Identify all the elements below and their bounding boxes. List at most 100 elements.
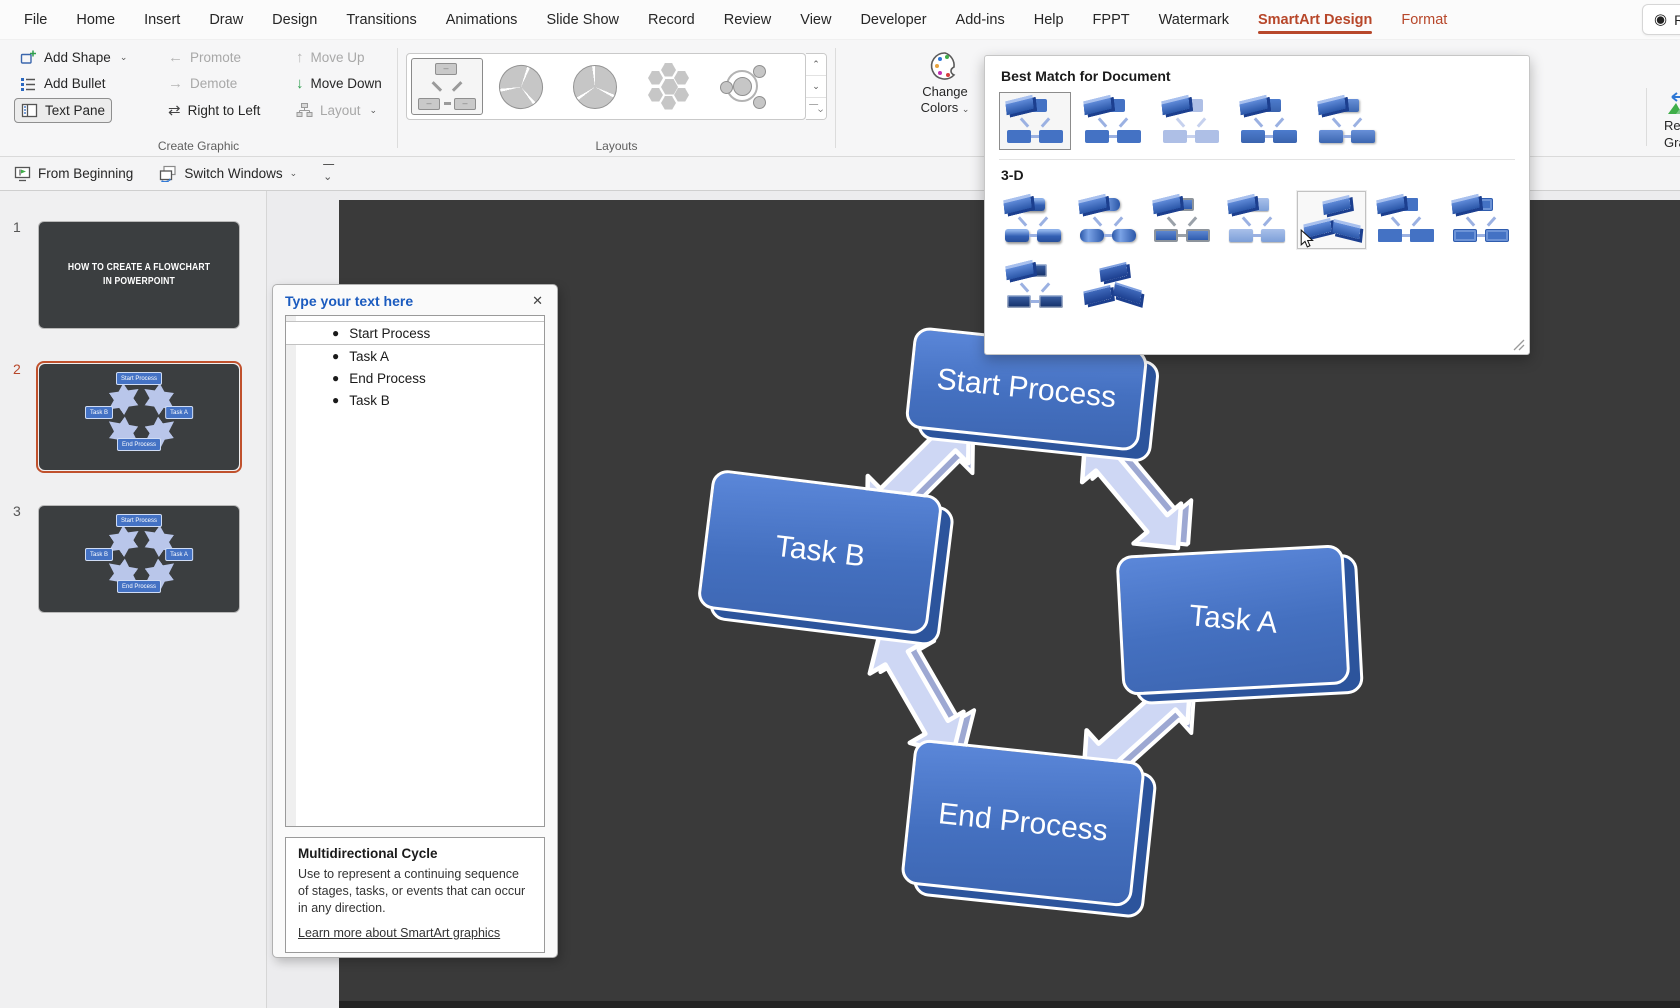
style-thumbnail <box>1161 94 1220 144</box>
style-thumbnail <box>1227 193 1286 243</box>
smartart-style-thumb[interactable] <box>1223 191 1292 249</box>
style-thumbnail <box>1083 261 1142 309</box>
style-thumbnail <box>1152 193 1211 243</box>
toolbar-overflow-button[interactable]: ⎺⌄ <box>323 165 334 182</box>
smartart-style-thumb[interactable] <box>1372 191 1441 249</box>
gallery-scroll-down-button[interactable]: ⌄ <box>806 76 826 98</box>
right-to-left-label: Right to Left <box>187 103 261 118</box>
smartart-styles-dropdown: Best Match for Document <box>984 55 1530 355</box>
layout-button[interactable]: Layout ⌄ <box>290 98 408 123</box>
smartart-style-thumb[interactable] <box>1311 92 1383 150</box>
menu-item[interactable]: Watermark <box>1158 11 1229 28</box>
bullet-icon: ● <box>332 349 340 363</box>
slide-thumbnail[interactable]: Start Process Task B Task A End Process <box>36 361 242 473</box>
menu-item[interactable]: Insert <box>144 11 181 28</box>
menu-item[interactable]: File <box>24 11 48 28</box>
switch-windows-icon <box>160 165 176 182</box>
from-beginning-button[interactable]: From Beginning <box>14 165 133 182</box>
record-button[interactable]: ◉ Record <box>1642 4 1680 35</box>
menu-item[interactable]: SmartArt Design <box>1257 0 1373 39</box>
bullet-label: End Process <box>349 370 426 386</box>
menu-item[interactable]: Animations <box>445 11 518 28</box>
promote-icon: ← <box>168 49 183 66</box>
smartart-style-thumb[interactable] <box>1077 257 1149 315</box>
smartart-style-thumb[interactable] <box>1148 191 1217 249</box>
close-icon[interactable]: ✕ <box>532 293 543 308</box>
smartart-node-task-b[interactable]: Task B <box>696 468 956 648</box>
move-up-label: Move Up <box>310 50 365 65</box>
gallery-scroll-up-button[interactable]: ⌃ <box>806 54 826 76</box>
smartart-style-thumb[interactable] <box>1077 92 1149 150</box>
panel-resize-handle[interactable] <box>1513 339 1525 351</box>
menu-item[interactable]: Transitions <box>346 11 417 28</box>
layout-thumb-hexagon-cluster[interactable] <box>633 58 705 115</box>
move-down-label: Move Down <box>310 76 382 91</box>
mini-node-task-b: Task B <box>84 406 114 419</box>
mini-flowchart-arrows <box>108 525 175 591</box>
smartart-style-thumb[interactable] <box>1155 92 1227 150</box>
text-pane-item[interactable]: ● End Process <box>286 367 544 389</box>
layout-description-box: Multidirectional Cycle Use to represent … <box>285 837 545 953</box>
menu-item[interactable]: Draw <box>209 11 244 28</box>
group-separator <box>397 48 398 148</box>
smartart-style-thumb[interactable] <box>1233 92 1305 150</box>
layout-thumb-multidirectional-cycle[interactable] <box>411 58 483 115</box>
text-pane-item[interactable]: ● Start Process <box>286 321 544 345</box>
layout-thumb-segmented-cycle[interactable] <box>485 57 557 116</box>
slide-thumbnail[interactable]: Start Process Task B Task A End Process <box>36 503 242 615</box>
smartart-style-thumb[interactable] <box>999 191 1068 249</box>
change-colors-button[interactable]: Change Colors ⌄ <box>909 40 981 156</box>
record-icon: ◉ <box>1654 11 1668 28</box>
menu-item[interactable]: FPPT <box>1092 11 1130 28</box>
move-up-button[interactable]: ↑ Move Up <box>290 46 408 69</box>
add-shape-button[interactable]: Add Shape ⌄ <box>14 46 162 69</box>
menu-item[interactable]: Review <box>723 11 772 28</box>
palette-icon <box>930 52 956 80</box>
chevron-down-icon: ⌄ <box>961 104 970 115</box>
node-label: Task B <box>773 529 867 574</box>
smartart-node-task-a[interactable]: Task A <box>1115 544 1365 706</box>
menu-item[interactable]: Add-ins <box>955 11 1005 28</box>
menu-item[interactable]: Design <box>272 11 318 28</box>
text-pane-item[interactable]: ● Task A <box>286 345 544 367</box>
node-label: End Process <box>936 797 1110 848</box>
switch-windows-button[interactable]: Switch Windows ⌄ <box>159 165 297 182</box>
reset-graphic-button[interactable]: Reset Graphic <box>1654 90 1680 152</box>
menu-item[interactable]: Help <box>1033 11 1064 28</box>
menu-item[interactable]: Developer <box>860 11 927 28</box>
add-bullet-button[interactable]: Add Bullet <box>14 72 162 95</box>
layout-icon <box>296 103 313 117</box>
text-pane-button[interactable]: Text Pane <box>14 98 113 123</box>
from-beginning-label: From Beginning <box>38 166 134 181</box>
section-separator <box>999 159 1515 160</box>
gallery-more-button[interactable]: ⎺⌄ <box>806 98 826 119</box>
gallery-scrollbar: ⌃ ⌄ ⎺⌄ <box>806 53 827 120</box>
layout-thumb-radial-cycle[interactable] <box>707 58 779 115</box>
layout-thumb-basic-pie[interactable] <box>559 58 631 115</box>
slide-entry-1: 1 HOW TO CREATE A FLOWCHART IN POWERPOIN… <box>0 219 266 331</box>
smartart-node-end-process[interactable]: End Process <box>900 738 1158 920</box>
menu-item[interactable]: Slide Show <box>546 11 619 28</box>
flow-slide-list: 2 Start Process Task B Task A <box>0 361 266 615</box>
demote-button[interactable]: → Demote <box>162 72 290 95</box>
right-to-left-button[interactable]: ⇄ Right to Left <box>162 98 290 123</box>
smartart-style-thumb[interactable] <box>1297 191 1366 249</box>
smartart-style-thumb[interactable] <box>1446 191 1515 249</box>
layout-description: Use to represent a continuing sequence o… <box>298 867 526 915</box>
slide-thumbnail-1[interactable]: HOW TO CREATE A FLOWCHART IN POWERPOINT <box>36 219 242 331</box>
demote-icon: → <box>168 75 183 92</box>
node-label: Start Process <box>935 362 1118 415</box>
smartart-style-thumb[interactable] <box>999 92 1071 150</box>
smartart-style-thumb[interactable] <box>999 257 1071 315</box>
menu-item[interactable]: View <box>800 11 832 28</box>
chevron-down-icon: ⌄ <box>369 105 378 115</box>
mini-node-end: End Process <box>116 438 162 451</box>
move-down-button[interactable]: ↓ Move Down <box>290 72 408 95</box>
promote-button[interactable]: ← Promote <box>162 46 290 69</box>
menu-item[interactable]: Home <box>76 11 116 28</box>
learn-more-link[interactable]: Learn more about SmartArt graphics <box>298 925 501 940</box>
menu-item[interactable]: Record <box>647 11 695 28</box>
smartart-style-thumb[interactable] <box>1074 191 1143 249</box>
menu-item[interactable]: Format <box>1401 11 1448 28</box>
text-pane-item[interactable]: ● Task B <box>286 389 544 411</box>
